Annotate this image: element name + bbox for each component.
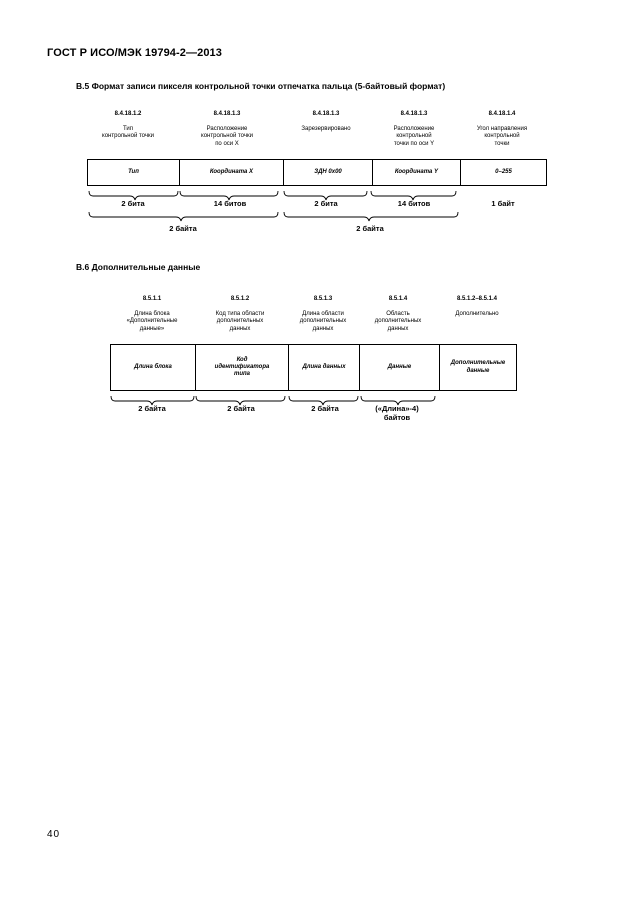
b6-field-desc: Длина области дополнительных данных — [287, 311, 359, 333]
brace — [179, 190, 279, 201]
b5-field-size: 2 бита — [314, 199, 338, 208]
cell-line: типа — [233, 371, 250, 378]
b6-field-size: 2 байта — [227, 404, 255, 413]
b6-field-ref: 8.5.1.3 — [313, 296, 333, 302]
desc-line: контрольной точки — [201, 133, 253, 140]
b5-field-desc: Расположение контрольной точки по оси Y — [370, 126, 458, 148]
b5-field-ref: 8.4.18.1.2 — [114, 111, 142, 117]
b5-group-size: 2 байта — [356, 224, 384, 233]
b5-field-desc: Зарезервировано — [282, 126, 370, 133]
section-b6-title: B.6 Дополнительные данные — [76, 262, 201, 272]
b5-field-size: 14 битов — [397, 199, 431, 208]
brace — [88, 211, 279, 222]
desc-line: по оси X — [215, 140, 239, 147]
section-b5-title: B.5 Формат записи пикселя контрольной то… — [76, 81, 446, 91]
desc-line: Угол направления — [476, 126, 528, 132]
b5-cell-type: Тип — [128, 168, 139, 175]
b6-field-size: 2 байта — [138, 404, 166, 413]
b6-field-size: 2 байта — [311, 404, 339, 413]
b5-field-size: 1 байт — [491, 199, 515, 208]
b5-cell-reserved: ЗДН 0х00 — [283, 160, 372, 185]
desc-line: Тип — [122, 126, 133, 132]
desc-line: контрольной точки — [102, 133, 154, 140]
desc-line: данных — [312, 325, 334, 332]
b6-field-desc: Длина блока «Дополнительные данные» — [110, 311, 194, 333]
desc-line: контрольной — [484, 133, 520, 140]
b6-field-ref: 8.5.1.4 — [388, 296, 408, 302]
b6-field-ref: 8.5.1.2 — [230, 296, 250, 302]
brace — [88, 190, 179, 201]
b5-field-desc: Тип контрольной точки — [83, 126, 173, 141]
b5-field-ref: 8.4.18.1.4 — [488, 111, 516, 117]
b6-cell-type-code: Код идентификатора типа — [195, 345, 288, 390]
b6-cell-data-length: Длина данных — [288, 345, 359, 390]
b5-cell-x: Координата X — [179, 160, 283, 185]
desc-line: дополнительных — [216, 318, 264, 325]
b5-field-desc: Угол направления контрольной точки — [458, 126, 546, 148]
brace — [288, 395, 359, 406]
b6-cell-extra-data: Дополнительные данные — [439, 345, 516, 390]
desc-line: Расположение — [206, 126, 248, 132]
desc-line: Расположение — [393, 126, 435, 132]
b5-cell-angle: 0–255 — [460, 160, 546, 185]
desc-line: дополнительных — [374, 318, 422, 325]
size-line: («Длина»-4) — [375, 404, 419, 413]
b6-field-desc: Область дополнительных данных — [359, 311, 437, 333]
desc-line: Длина области — [302, 311, 344, 317]
b6-extended-data-table: Длина блока Код идентификатора типа Длин… — [110, 344, 517, 391]
cell-line: идентификатора — [214, 363, 270, 370]
desc-line: Код типа области — [215, 311, 265, 317]
page-number: 40 — [47, 829, 61, 840]
b6-cell-block-length: Длина блока — [134, 363, 172, 370]
desc-line: Дополнительно — [455, 311, 499, 317]
desc-line: Длина блока — [134, 311, 170, 317]
brace — [195, 395, 286, 406]
desc-line: данных — [387, 325, 409, 332]
b5-group-size: 2 байта — [169, 224, 197, 233]
document-header: ГОСТ Р ИСО/МЭК 19794-2—2013 — [47, 47, 222, 59]
brace — [110, 395, 195, 406]
desc-line: Область — [386, 311, 410, 317]
brace — [360, 395, 436, 406]
desc-line: точки — [494, 140, 510, 147]
desc-line: точки по оси Y — [393, 140, 435, 147]
cell-line: данные — [466, 367, 490, 374]
b5-field-desc: Расположение контрольной точки по оси X — [178, 126, 276, 148]
desc-line: Зарезервировано — [301, 126, 351, 132]
desc-line: дополнительных — [299, 318, 347, 325]
desc-line: данных — [229, 325, 251, 332]
b6-field-ref: 8.5.1.1 — [142, 296, 162, 302]
b5-field-size: 2 бита — [121, 199, 145, 208]
brace — [370, 190, 457, 201]
brace — [283, 211, 459, 222]
b6-field-desc: Дополнительно — [437, 311, 517, 318]
b5-field-size: 14 битов — [213, 199, 247, 208]
b5-cell-y: Координата Y — [372, 160, 460, 185]
brace — [283, 190, 368, 201]
size-line: байтов — [383, 413, 411, 422]
b5-field-ref: 8.4.18.1.3 — [312, 111, 340, 117]
b6-field-size: («Длина»-4) байтов — [355, 404, 439, 422]
desc-line: данные» — [139, 325, 165, 332]
b5-field-ref: 8.4.18.1.3 — [213, 111, 241, 117]
desc-line: «Дополнительные — [126, 318, 178, 325]
cell-line: Дополнительные — [450, 360, 506, 367]
b5-record-table: Тип Координата X ЗДН 0х00 Координата Y 0… — [87, 159, 547, 186]
b6-field-ref: 8.5.1.2–8.5.1.4 — [456, 296, 498, 302]
b5-field-ref: 8.4.18.1.3 — [400, 111, 428, 117]
cell-line: Код — [236, 356, 248, 363]
b6-field-desc: Код типа области дополнительных данных — [194, 311, 286, 333]
b6-cell-data: Данные — [359, 345, 439, 390]
desc-line: контрольной — [396, 133, 432, 140]
